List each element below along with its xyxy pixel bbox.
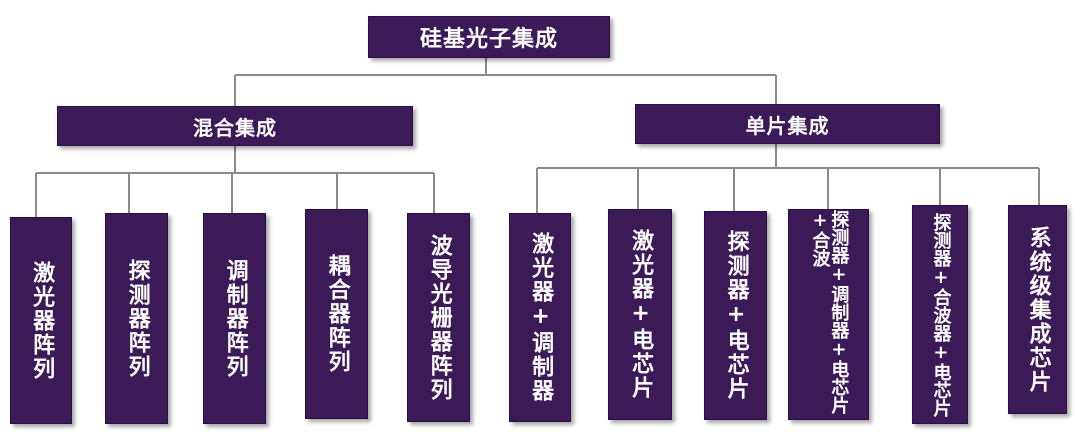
branch-node-hybrid: 混合集成 [57, 106, 413, 146]
leaf-label: 探测器阵列 [124, 258, 150, 379]
root-node: 硅基光子集成 [368, 16, 610, 58]
branch-node-monolithic: 单片集成 [635, 104, 940, 144]
root-node-label: 硅基光子集成 [419, 27, 558, 52]
leaf-node: 探测器+调制器+电芯片+合波 [788, 209, 869, 420]
leaf-label: 激光器+调制器 [528, 232, 554, 403]
leaf-label: 耦合器阵列 [324, 254, 350, 374]
leaf-label: 激光器+电芯片 [628, 229, 654, 400]
leaf-label: 探测器+合波器+电芯片 [930, 212, 952, 417]
leaf-label: 调制器阵列 [222, 258, 248, 379]
leaf-node: 激光器+调制器 [509, 213, 571, 422]
leaf-node: 激光器+电芯片 [608, 209, 672, 420]
leaf-label: 探测器+调制器+电芯片+合波 [809, 210, 850, 414]
leaf-node: 调制器阵列 [203, 213, 266, 424]
leaf-node: 波导光栅器阵列 [407, 213, 470, 422]
leaf-node: 探测器+合波器+电芯片 [912, 205, 968, 424]
leaf-label: 波导光栅器阵列 [426, 233, 452, 402]
branch-label: 混合集成 [193, 115, 277, 140]
leaf-node: 探测器+电芯片 [704, 211, 767, 420]
branch-label: 单片集成 [745, 113, 830, 138]
leaf-label: 系统级集成芯片 [1025, 225, 1051, 394]
leaf-node: 探测器阵列 [105, 213, 168, 424]
leaf-node: 系统级集成芯片 [1008, 205, 1067, 414]
leaf-node: 激光器阵列 [10, 217, 72, 424]
leaf-label: 激光器阵列 [29, 260, 55, 381]
leaf-label: 探测器+电芯片 [723, 230, 749, 401]
leaf-node: 耦合器阵列 [305, 209, 368, 419]
